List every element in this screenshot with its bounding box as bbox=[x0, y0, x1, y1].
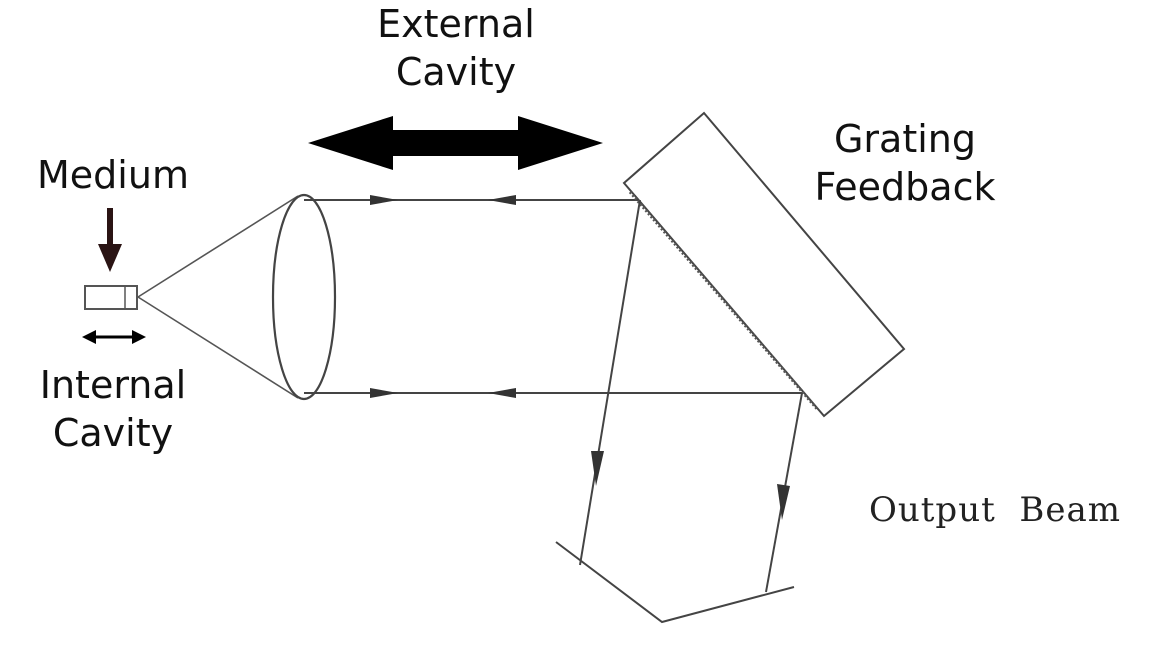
grating-feedback-label-line2: Feedback bbox=[815, 165, 996, 209]
output-beam-label: Output Beam bbox=[869, 490, 1121, 530]
gain-medium-chip bbox=[84, 285, 138, 310]
output-beam-upper bbox=[579, 199, 641, 566]
output-plane bbox=[555, 541, 795, 624]
lower-beam-return-arrow bbox=[488, 388, 516, 398]
upper-beam-forward-arrow bbox=[370, 195, 398, 205]
output-beam-upper-arrow bbox=[591, 451, 604, 486]
lower-beam-forward-arrow bbox=[370, 388, 398, 398]
medium-arrow-icon bbox=[98, 208, 122, 272]
internal-cavity-label-line2: Cavity bbox=[53, 411, 173, 455]
output-beam-lower-arrow bbox=[777, 484, 790, 520]
external-cavity-label-line1: External bbox=[377, 2, 535, 46]
external-cavity-double-arrow bbox=[308, 116, 603, 170]
beam-cone-lower bbox=[137, 296, 299, 399]
medium-label: Medium bbox=[37, 153, 189, 197]
internal-cavity-label-line1: Internal bbox=[40, 363, 186, 407]
collimating-lens bbox=[271, 193, 337, 401]
external-cavity-label-line2: Cavity bbox=[396, 50, 516, 94]
beam-cone-upper bbox=[137, 195, 299, 298]
grating-feedback-label-line1: Grating bbox=[834, 117, 976, 161]
internal-cavity-double-arrow bbox=[82, 330, 146, 344]
upper-beam-return-arrow bbox=[488, 195, 516, 205]
